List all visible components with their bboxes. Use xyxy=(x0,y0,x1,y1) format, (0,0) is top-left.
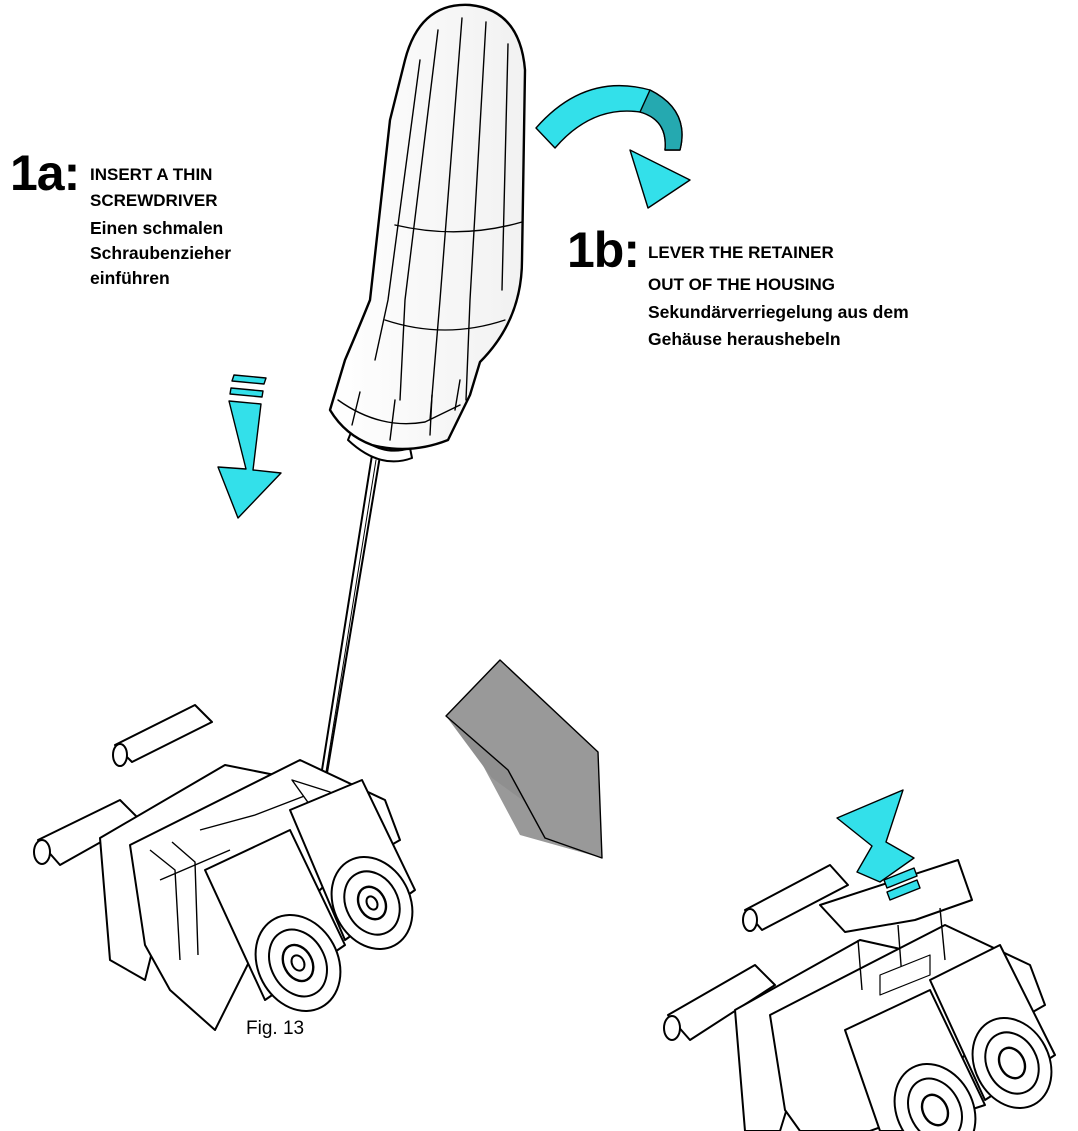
step-1a-line-1: INSERT A THIN xyxy=(90,165,213,184)
step-1b-line-1: LEVER THE RETAINER xyxy=(648,243,834,262)
step-1b-line-2: OUT OF THE HOUSING xyxy=(648,275,835,294)
step-1a-line-3: Einen schmalen xyxy=(90,218,224,238)
connector-housing-icon xyxy=(33,704,416,1031)
step-1b-line-3: Sekundärverriegelung aus dem xyxy=(648,302,909,322)
next-step-chevron-icon xyxy=(445,659,603,859)
figure-caption: Fig. 13 xyxy=(246,1018,305,1039)
rotate-arrow-icon xyxy=(535,84,691,209)
step-1b-line-4: Gehäuse heraushebeln xyxy=(648,329,841,349)
insert-arrow-icon xyxy=(217,374,282,519)
step-1b-number: 1b: xyxy=(567,222,640,278)
step-1a-line-4: Schraubenzieher xyxy=(90,243,232,263)
screwdriver-icon xyxy=(312,3,527,804)
step-1a-line-5: einführen xyxy=(90,268,170,288)
connector-housing-open-icon xyxy=(663,859,1056,1131)
step-1a-number: 1a: xyxy=(10,145,80,201)
lift-arrow-icon xyxy=(836,789,921,901)
step-1a-line-2: SCREWDRIVER xyxy=(90,191,218,210)
